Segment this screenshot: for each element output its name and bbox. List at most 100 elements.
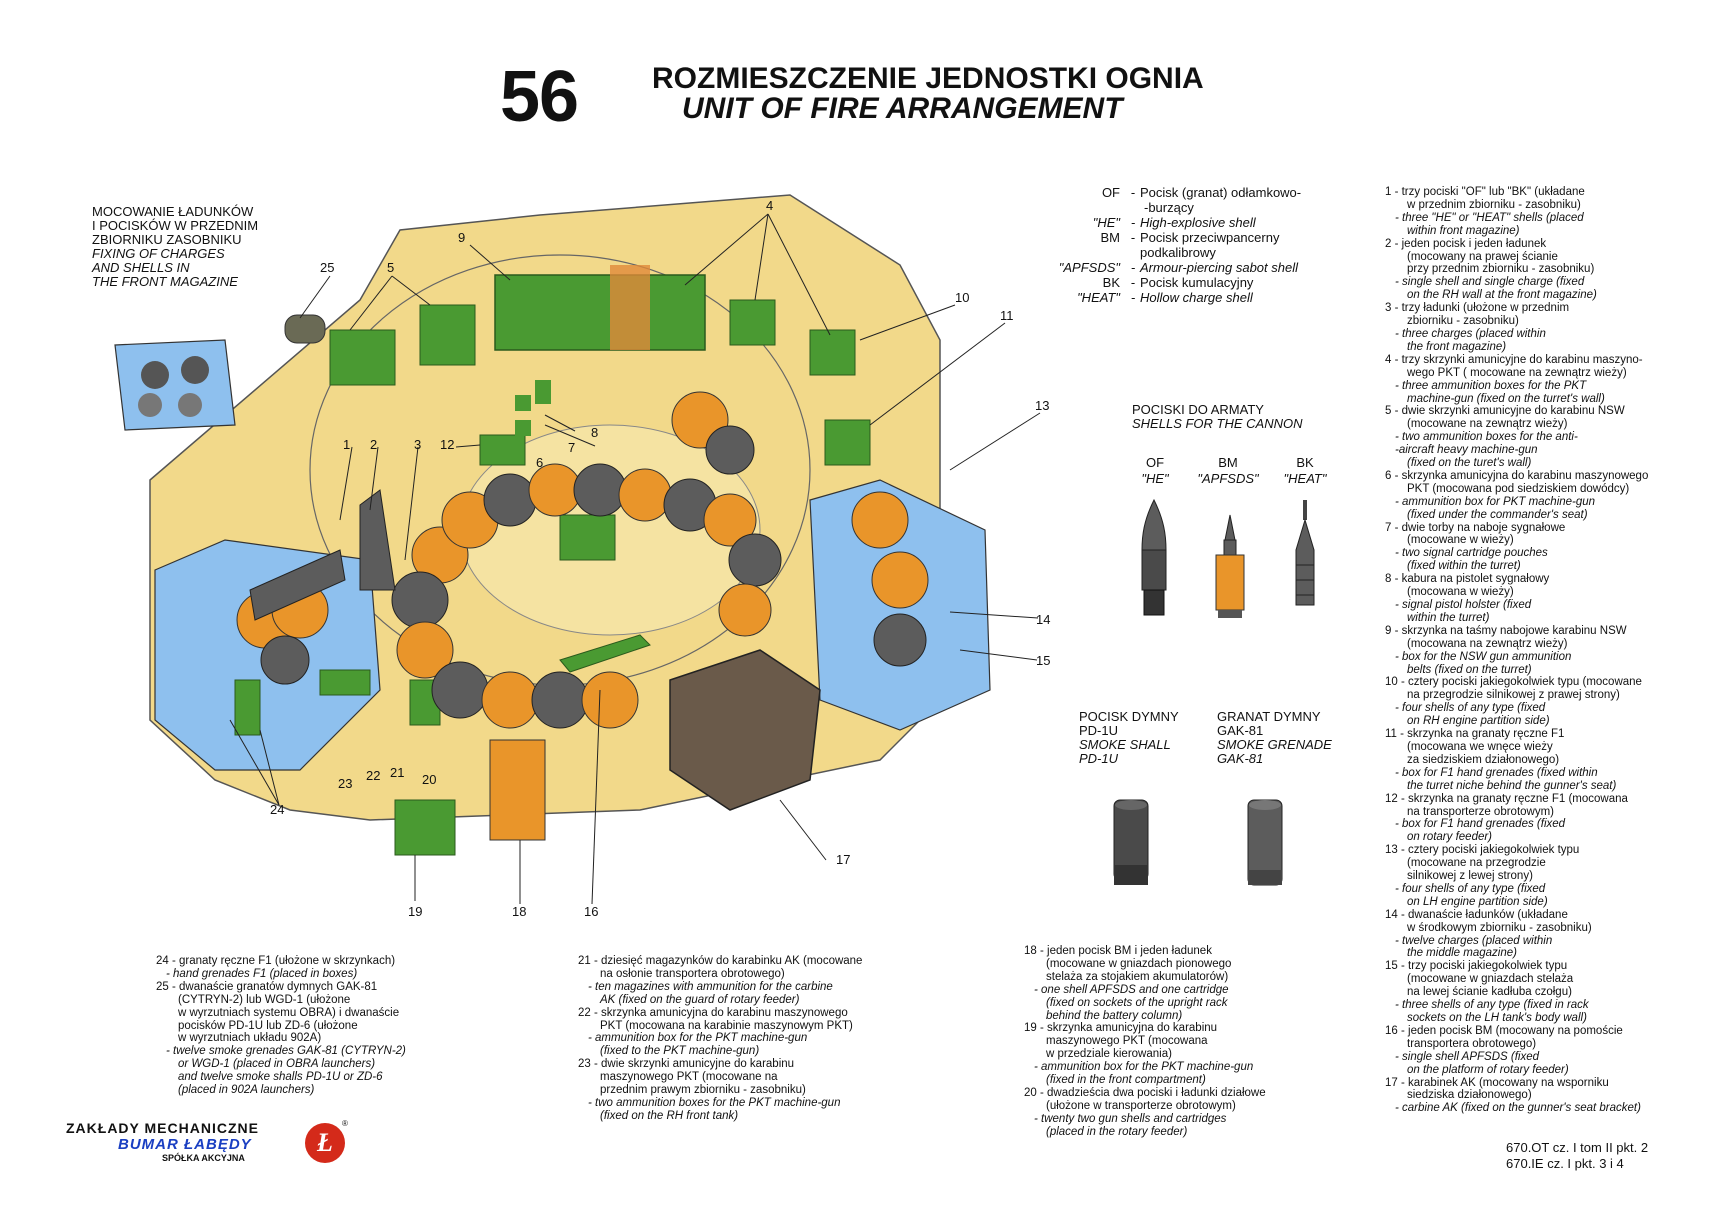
legend-line: - single shell and single charge (fixed <box>1395 276 1585 289</box>
engine-partition-shells <box>671 391 929 667</box>
legend-line: (fixed within the turret) <box>1407 560 1521 573</box>
legend-line: na lewej ścianie kadłuba czołgu) <box>1407 986 1572 999</box>
legend-line: (fixed in the front compartment) <box>1046 1074 1206 1087</box>
abbr-key: BK <box>1102 275 1120 290</box>
legend-line: - signal pistol holster (fixed <box>1395 599 1532 611</box>
legend-line: maszynowego PKT (mocowane na <box>600 1071 778 1084</box>
smoke-shell-icon <box>1113 799 1149 885</box>
legend-line: machine-gun (fixed on the turret's wall) <box>1407 392 1605 405</box>
legend-line: - twelve charges (placed within <box>1395 934 1553 947</box>
legend-line: na transporterze obrotowym) <box>1407 805 1555 818</box>
legend-line: w wyrzutniach układu 902A) <box>178 1032 322 1045</box>
reference-line-1: 670.OT cz. I tom II pkt. 2 <box>1506 1140 1649 1155</box>
legend-line: (fixed on sockets of the upright rack <box>1046 996 1228 1009</box>
legend-line: and twelve smoke shalls PD-1U or ZD-6 <box>178 1071 383 1084</box>
legend-line: - twenty two gun shells and cartridges <box>1034 1112 1227 1125</box>
abbr-key: "HEAT" <box>1077 290 1120 305</box>
legend-line: - one shell APFSDS and one cartridge <box>1034 983 1229 996</box>
legend-line: belts (fixed on the turret) <box>1407 663 1532 676</box>
logo-line2: BUMAR ŁABĘDY <box>118 1136 252 1153</box>
legend-line: w wyrzutniach systemu OBRA) i dwanaście <box>178 1006 400 1019</box>
legend-line: 18 - jeden pocisk BM i jeden ładunek <box>1024 945 1212 957</box>
callout-25: 25 <box>320 260 335 275</box>
legend-line: 21 - dziesięć magazynków do karabinku AK… <box>578 955 863 967</box>
legend-entry: 21 - dziesięć magazynków do karabinku AK… <box>578 955 862 1007</box>
legend-line: (mocowana na zewnątrz wieży) <box>1407 637 1568 650</box>
legend-line: wego PKT ( mocowane na zewnątrz wieży) <box>1407 366 1627 379</box>
legend-line: on the platform of rotary feeder) <box>1407 1063 1569 1076</box>
legend-line: - single shell APFSDS (fixed <box>1395 1050 1540 1063</box>
shell-type-bk: BK"HEAT" <box>1283 455 1327 486</box>
legend-line: przednim prawym zbiorniku - zasobniku) <box>600 1084 806 1097</box>
abbr-of: OF - Pocisk (granat) odłamkowo--burzący <box>1032 185 1301 215</box>
legend-line: 8 - kabura na pistolet sygnałowy <box>1385 573 1550 586</box>
legend-line: 22 - skrzynka amunicyjna do karabinu mas… <box>578 1006 848 1019</box>
legend-line: 23 - dwie skrzynki amunicyjne do karabin… <box>578 1058 795 1071</box>
legend-line: - carbine AK (fixed on the gunner's seat… <box>1395 1102 1641 1115</box>
legend-line: maszynowego PKT (mocowana <box>1046 1035 1208 1048</box>
callout-5: 5 <box>387 260 395 275</box>
abbr-dash: - <box>1130 260 1136 275</box>
abbr-text: Armour-piercing sabot shell <box>1140 260 1298 275</box>
cannon-title-pl: POCISKI DO ARMATY <box>1132 402 1264 417</box>
apfsds-shell-icon <box>1215 514 1245 618</box>
logo-emblem-icon: Ł <box>305 1123 345 1163</box>
smoke-grenade-caption: GRANAT DYMNY GAK-81 SMOKE GRENADE GAK-81 <box>1217 709 1332 766</box>
legend-line: (fixed under the commander's seat) <box>1407 508 1588 521</box>
legend-line: on RH engine partition side) <box>1407 715 1550 728</box>
front-magazine-caption: MOCOWANIE ŁADUNKÓW I POCISKÓW W PRZEDNIM… <box>92 205 258 289</box>
heat-shell-icon <box>1295 500 1315 606</box>
legend-line: na osłonie transportera obrotowego) <box>600 967 785 980</box>
he-shell-icon <box>1141 498 1167 616</box>
abbr-dash: - <box>1130 290 1136 305</box>
legend-line: - box for F1 hand grenades (fixed within <box>1395 766 1598 779</box>
abbr-dash: - <box>1130 230 1136 245</box>
legend-line: - three ammunition boxes for the PKT <box>1395 379 1587 392</box>
legend-line: (fixed on the turet's wall) <box>1407 457 1532 470</box>
callout-15: 15 <box>1036 653 1051 668</box>
nsw-ammo-box-2 <box>419 304 476 366</box>
legend-entry: 25 - dwanaście granatów dymnych GAK-81(C… <box>156 981 406 1097</box>
legend-entry: 16 - jeden pocisk BM (mocowany na pomośc… <box>1385 1025 1648 1077</box>
legend-line: on rotary feeder) <box>1407 831 1493 844</box>
legend-line: w przednim zbiorniku - zasobniku) <box>1407 198 1581 211</box>
legend-entry: 22 - skrzynka amunicyjna do karabinu mas… <box>578 1007 862 1059</box>
legend-entry: 17 - karabinek AK (mocowany na wsporniku… <box>1385 1077 1648 1116</box>
callout-4: 4 <box>766 198 774 213</box>
smoke-grenade-25 <box>284 314 326 344</box>
abbr-he: "HE" - High-explosive shell <box>1032 215 1301 230</box>
legend-entry: 12 - skrzynka na granaty ręczne F1 (moco… <box>1385 793 1648 845</box>
abbreviations-list: OF - Pocisk (granat) odłamkowo--burzący … <box>1032 185 1301 305</box>
abbr-key: BM <box>1100 230 1121 245</box>
legend-line: - ammunition box for PKT machine-gun <box>1395 495 1596 508</box>
abbr-key: OF <box>1101 185 1120 200</box>
legend-entry: 24 - granaty ręczne F1 (ułożone w skrzyn… <box>156 955 406 981</box>
legend-line: (mocowane w gniazdach pionowego <box>1046 957 1232 970</box>
legend-line: within the turret) <box>1407 611 1490 624</box>
legend-line: na przegrodzie silnikowej z prawej stron… <box>1407 689 1620 702</box>
nsw-ammo-box-1 <box>329 329 396 386</box>
legend-entry: 4 - trzy skrzynki amunicyjne do karabinu… <box>1385 354 1648 406</box>
legend-line: - two signal cartridge pouches <box>1395 547 1548 560</box>
legend-entry: 1 - trzy pociski "OF" lub "BK" (układane… <box>1385 186 1648 238</box>
callout-22: 22 <box>366 768 381 783</box>
reference-line-2: 670.IE cz. I pkt. 3 i 4 <box>1506 1156 1624 1171</box>
legend-entry: 5 - dwie skrzynki amunicyjne do karabinu… <box>1385 405 1648 470</box>
legend-line: 14 - dwanaście ładunków (układane <box>1385 908 1568 921</box>
legend-entry: 11 - skrzynka na granaty ręczne F1(mocow… <box>1385 728 1648 793</box>
legend-line: 4 - trzy skrzynki amunicyjne do karabinu… <box>1385 353 1643 366</box>
legend-line: 15 - trzy pociski jakiegokolwiek typu <box>1385 960 1568 973</box>
pkt-box-2 <box>809 329 856 376</box>
abbr-text: Pocisk (granat) odłamkowo--burzący <box>1140 185 1302 215</box>
legend-bottom-middle: 21 - dziesięć magazynków do karabinku AK… <box>578 955 862 1123</box>
callout-9: 9 <box>458 230 466 245</box>
nsw-belt-box <box>494 274 706 351</box>
legend-line: PKT (mocowana pod siedziskiem dowódcy) <box>1407 482 1630 495</box>
legend-line: - two ammunition boxes for the PKT machi… <box>588 1096 841 1109</box>
callout-6: 6 <box>536 455 544 470</box>
legend-line: stelaża za stojakiem akumulatorów) <box>1046 970 1229 983</box>
logo-line3: SPÓŁKA AKCYJNA <box>162 1153 245 1163</box>
grenade-box-12 <box>479 434 526 466</box>
legend-line: 11 - skrzynka na granaty ręczne F1 <box>1385 728 1565 741</box>
callout-11: 11 <box>1000 308 1014 323</box>
